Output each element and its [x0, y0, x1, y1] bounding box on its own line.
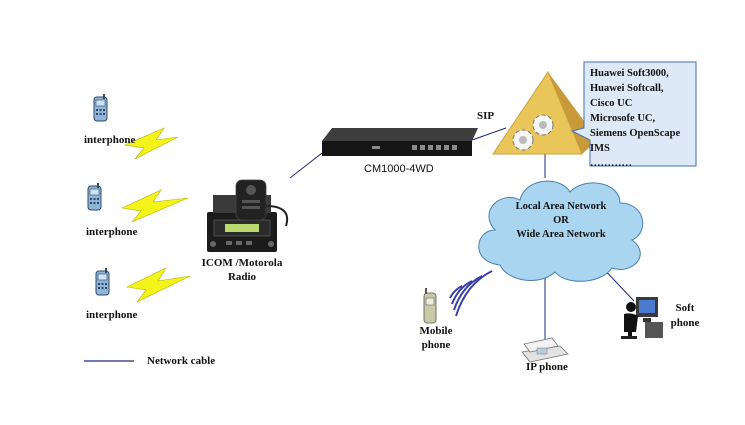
callout-line: ………… — [590, 158, 632, 169]
mobile-phone-icon — [423, 288, 437, 324]
callout-box — [570, 61, 697, 167]
callout-line: Huawei Soft3000, — [590, 68, 669, 79]
interphone-label-2: interphone — [86, 226, 138, 238]
interphone-label-3: interphone — [86, 309, 138, 321]
legend-label: Network cable — [147, 355, 216, 367]
rack-device-icon — [322, 128, 478, 156]
lightning-icon — [120, 189, 189, 223]
cloud-line: Local Area Network — [515, 201, 607, 212]
cloud-line: Wide Area Network — [516, 229, 606, 240]
callout-line: IMS — [590, 143, 610, 154]
device-label: CM1000-4WD — [364, 163, 434, 175]
callout-text: Huawei Soft3000, Huawei Softcall, Cisco UC… — [590, 66, 680, 171]
mobile-phone-label: Mobile phone — [419, 325, 453, 351]
cloud-line: OR — [553, 215, 569, 226]
phone-icon — [87, 183, 102, 211]
callout-line: Huawei Softcall, — [590, 83, 664, 94]
cable-radio-to-device — [289, 152, 323, 179]
phone-icon — [93, 94, 108, 122]
gear-icon — [532, 114, 554, 136]
lightning-icon — [123, 127, 179, 160]
radio-icon — [207, 179, 288, 252]
phone-icon — [95, 268, 110, 296]
lightning-icon — [126, 267, 191, 303]
cloud-icon — [478, 180, 644, 282]
ip-phone-label: IP phone — [526, 361, 568, 373]
signal-waves-icon — [449, 270, 493, 317]
gear-icon — [512, 129, 534, 151]
soft-phone-label: Soft phone — [670, 302, 700, 329]
cable-device-to-pyramid — [471, 127, 507, 141]
computer-user-icon — [621, 297, 663, 339]
ip-phone-icon — [521, 337, 569, 363]
pyramid-icon — [492, 70, 598, 155]
callout-line: Siemens OpenScape — [590, 128, 681, 139]
callout-line: Microsofe UC, — [590, 113, 656, 124]
interphone-label-1: interphone — [84, 134, 136, 146]
callout-line: Cisco UC — [590, 98, 633, 109]
radio-label: ICOM /Motorola Radio — [201, 257, 283, 283]
sip-label: SIP — [477, 110, 495, 122]
